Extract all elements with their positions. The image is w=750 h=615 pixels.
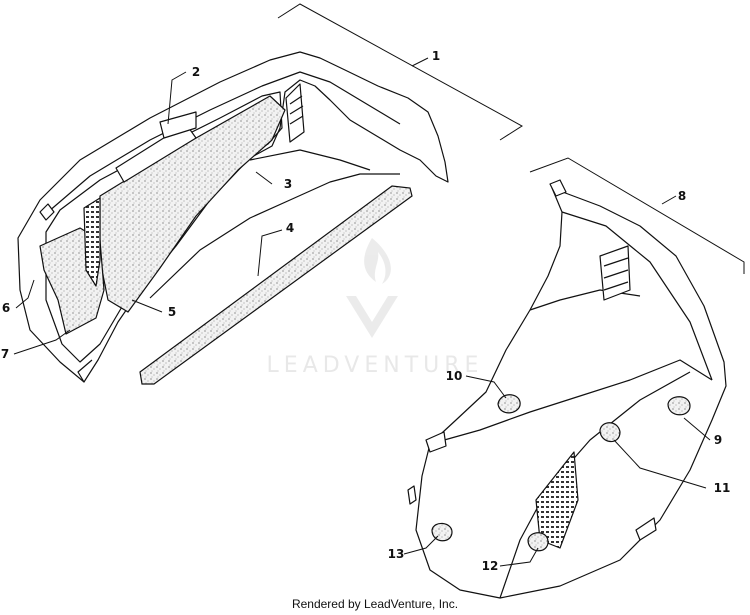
callout-7: 7 — [1, 347, 9, 361]
watermark-logo: LEADVENTURE — [267, 238, 484, 378]
callout-2: 2 — [192, 65, 200, 79]
callout-4: 4 — [286, 221, 294, 235]
foam-blob-11 — [599, 422, 621, 443]
callout-3: 3 — [284, 177, 292, 191]
foam-blob-9 — [667, 396, 691, 416]
foam-blob-13 — [431, 522, 453, 542]
left-panel-assembly — [17, 51, 449, 383]
bracket-1 — [277, 3, 523, 141]
leader-lines — [13, 57, 711, 567]
callout-10: 10 — [446, 369, 463, 383]
callout-1: 1 — [432, 49, 440, 63]
callout-8: 8 — [678, 189, 686, 203]
foam-blob-10 — [497, 394, 521, 414]
callout-13: 13 — [388, 547, 405, 561]
seal-strip-4 — [139, 185, 413, 385]
callout-6: 6 — [2, 301, 10, 315]
foam-pad-3 — [99, 95, 286, 313]
bracket-8 — [529, 157, 745, 274]
callout-labels: 1 2 3 4 5 6 7 8 9 10 11 12 13 — [1, 49, 731, 573]
left-grille — [83, 197, 101, 287]
render-credit: Rendered by LeadVenture, Inc. — [291, 597, 459, 611]
watermark-text: LEADVENTURE — [267, 353, 484, 378]
callout-5: 5 — [168, 305, 176, 319]
callout-9: 9 — [714, 433, 722, 447]
callout-12: 12 — [482, 559, 499, 573]
callout-11: 11 — [714, 481, 731, 495]
foam-blob-12 — [527, 532, 549, 552]
right-panel-assembly — [407, 179, 727, 599]
